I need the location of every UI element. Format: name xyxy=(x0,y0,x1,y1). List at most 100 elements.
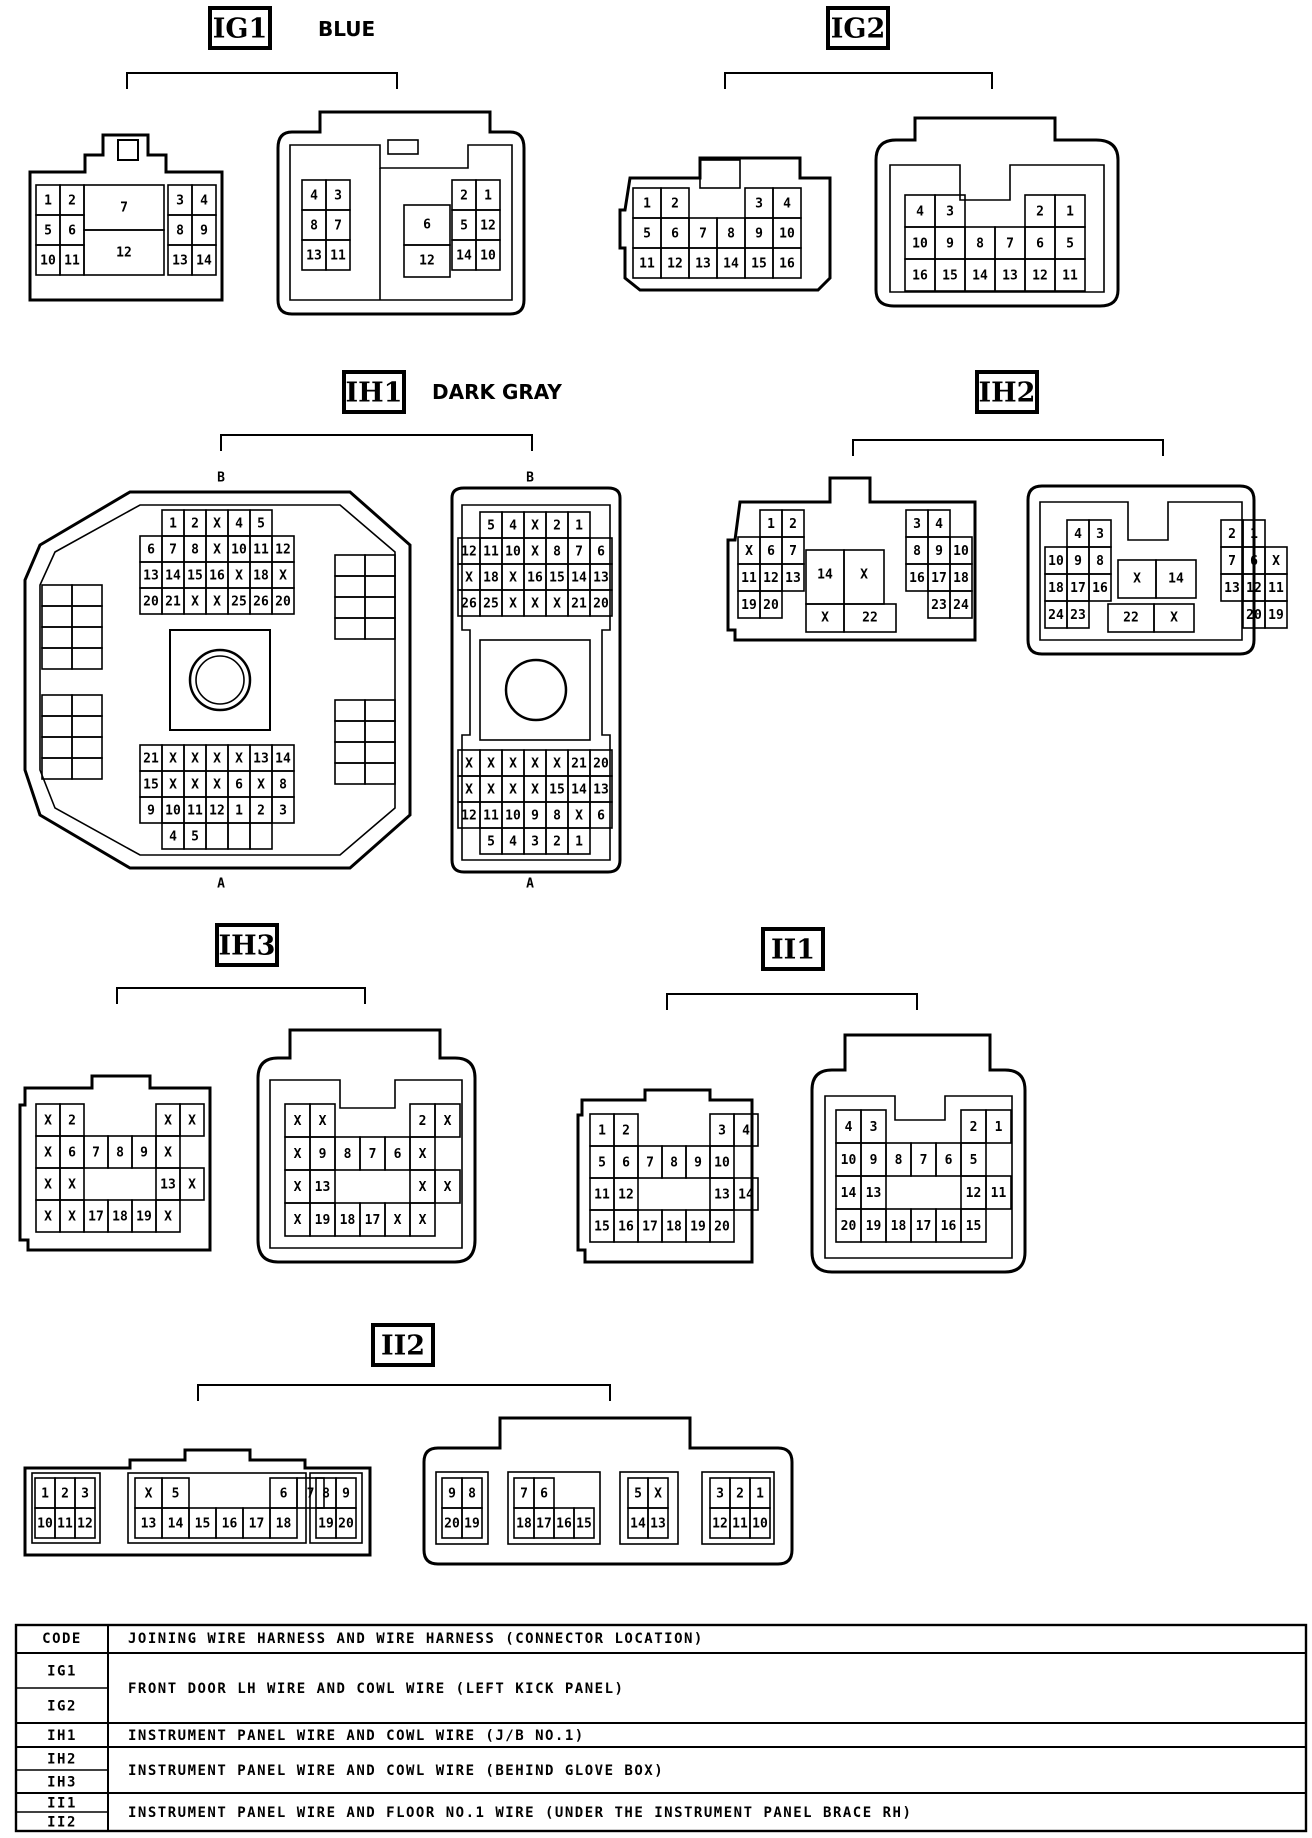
connector-code-ig2-box xyxy=(826,6,890,50)
connector-code-ii1: II1 xyxy=(771,935,815,966)
pin-label: 1 xyxy=(575,519,583,534)
connector-code-ih2-box xyxy=(975,370,1039,414)
pin-label: 1 xyxy=(41,1487,49,1502)
pin-label: 16 xyxy=(941,1219,957,1234)
pin-label: 13 xyxy=(315,1180,331,1195)
pin-label: 7 xyxy=(575,545,583,560)
pin-label: 10 xyxy=(1048,554,1064,569)
pin-label: 5 xyxy=(191,830,199,845)
pin-label: 19 xyxy=(866,1219,882,1234)
pin-label: 10 xyxy=(505,545,521,560)
pin-label: 5 xyxy=(643,227,651,242)
pin-label: 6 xyxy=(597,809,605,824)
pin-label: 8 xyxy=(913,544,921,559)
pin-label: X xyxy=(188,1114,196,1129)
pin-label: 4 xyxy=(169,830,177,845)
pin-label: 16 xyxy=(618,1220,634,1235)
pin-label: 9 xyxy=(946,237,954,252)
pin-label: 9 xyxy=(342,1487,350,1502)
pin-label: X xyxy=(188,1178,196,1193)
pin-label: 20 xyxy=(593,757,609,772)
pin-label: 7 xyxy=(369,1147,377,1162)
pin-label: 6 xyxy=(622,1156,630,1171)
pin-label: 9 xyxy=(140,1146,148,1161)
pin-label: X xyxy=(213,517,221,532)
connector-bracket xyxy=(724,72,993,89)
pin-label: 14 xyxy=(571,783,587,798)
pin-label: 10 xyxy=(231,543,247,558)
pin-label: 2 xyxy=(736,1487,744,1502)
side-label-b: B xyxy=(217,471,225,486)
pin-label: 10 xyxy=(505,809,521,824)
pin-label: 8 xyxy=(344,1147,352,1162)
pin-label: 18 xyxy=(483,571,499,586)
pin-label: 6 xyxy=(597,545,605,560)
pin-label: 23 xyxy=(931,598,947,613)
pin-label: X xyxy=(553,597,561,612)
pin-label: 9 xyxy=(319,1147,327,1162)
pin-label: X xyxy=(213,778,221,793)
pin-label: 25 xyxy=(231,595,247,610)
pin-label: 8 xyxy=(727,227,735,242)
side-label-a: A xyxy=(526,877,534,892)
pin-label: 16 xyxy=(909,571,925,586)
pin-label: 2 xyxy=(553,835,561,850)
pin-label: 2 xyxy=(970,1120,978,1135)
pin-label: 5 xyxy=(460,219,468,234)
pin-label: 2 xyxy=(671,197,679,212)
pin-label: X xyxy=(821,611,829,626)
pin-label: 8 xyxy=(176,224,184,239)
pin-label: 1 xyxy=(235,804,243,819)
pin-label: 1 xyxy=(767,517,775,532)
table-header-code: CODE xyxy=(42,1631,82,1647)
pin-label: 2 xyxy=(460,189,468,204)
pin-label: 12 xyxy=(77,1517,93,1532)
pin-label: 18 xyxy=(112,1210,128,1225)
connector-bracket xyxy=(197,1384,611,1401)
pin-label: 3 xyxy=(755,197,763,212)
table-row-code: IH2 xyxy=(47,1752,77,1768)
pin-label: 14 xyxy=(571,571,587,586)
pin-label: 4 xyxy=(783,197,791,212)
pin-label: X xyxy=(213,543,221,558)
pin-label: 14 xyxy=(1168,572,1184,587)
connector-bracket xyxy=(666,993,918,1010)
pin-label: X xyxy=(444,1114,452,1129)
pin-label: 10 xyxy=(37,1517,53,1532)
pin-label: X xyxy=(68,1210,76,1225)
pin-label: 2 xyxy=(68,194,76,209)
pin-label: 24 xyxy=(953,598,969,613)
pin-label: 20 xyxy=(1246,608,1262,623)
pin-label: 18 xyxy=(253,569,269,584)
pin-label: 12 xyxy=(480,219,496,234)
pin-label: 25 xyxy=(483,597,499,612)
pin-label: X xyxy=(419,1213,427,1228)
pin-label: 13 xyxy=(695,257,711,272)
connector-code-ih1-box xyxy=(342,370,406,414)
pin-label: X xyxy=(531,597,539,612)
pin-label: 5 xyxy=(634,1487,642,1502)
pin-label: 4 xyxy=(235,517,243,532)
pin-label: 12 xyxy=(966,1186,982,1201)
pin-label: X xyxy=(465,571,473,586)
pin-label: 13 xyxy=(1224,581,1240,596)
pin-label: 15 xyxy=(549,783,565,798)
pin-label: 22 xyxy=(1123,611,1139,626)
pin-label: 20 xyxy=(444,1517,460,1532)
pin-label: X xyxy=(294,1114,302,1129)
pin-label: 14 xyxy=(456,249,472,264)
pin-label: X xyxy=(509,783,517,798)
pin-label: 1 xyxy=(995,1120,1003,1135)
pin-label: 1 xyxy=(169,517,177,532)
pin-label: 9 xyxy=(870,1153,878,1168)
connector-bracket xyxy=(852,439,1164,456)
pin-label: X xyxy=(169,752,177,767)
pin-label: 4 xyxy=(509,835,517,850)
pin-label: X xyxy=(575,809,583,824)
